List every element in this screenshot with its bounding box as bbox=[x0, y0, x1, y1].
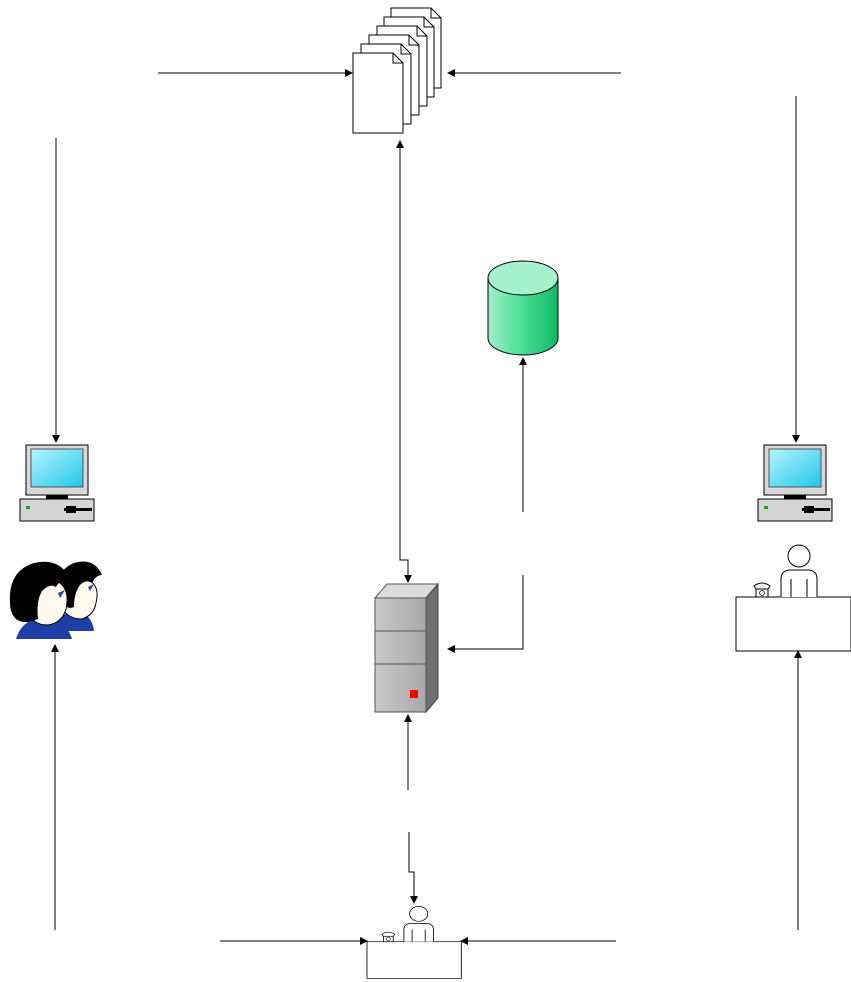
operator-desk-icon-bottom bbox=[366, 905, 462, 979]
edges bbox=[51, 69, 802, 945]
edge-docs-server bbox=[396, 140, 412, 583]
server-tower-icon bbox=[373, 582, 440, 714]
desktop-computer-icon-left bbox=[19, 444, 95, 522]
document-stack-icon bbox=[352, 7, 442, 134]
edge-server-desk-bottom bbox=[408, 832, 418, 904]
users-group-icon bbox=[9, 561, 102, 639]
operator-desk-icon-right bbox=[735, 544, 851, 652]
edge-server-database bbox=[447, 575, 524, 653]
desktop-computer-icon-right bbox=[757, 444, 833, 522]
database-cylinder-icon bbox=[487, 260, 559, 356]
